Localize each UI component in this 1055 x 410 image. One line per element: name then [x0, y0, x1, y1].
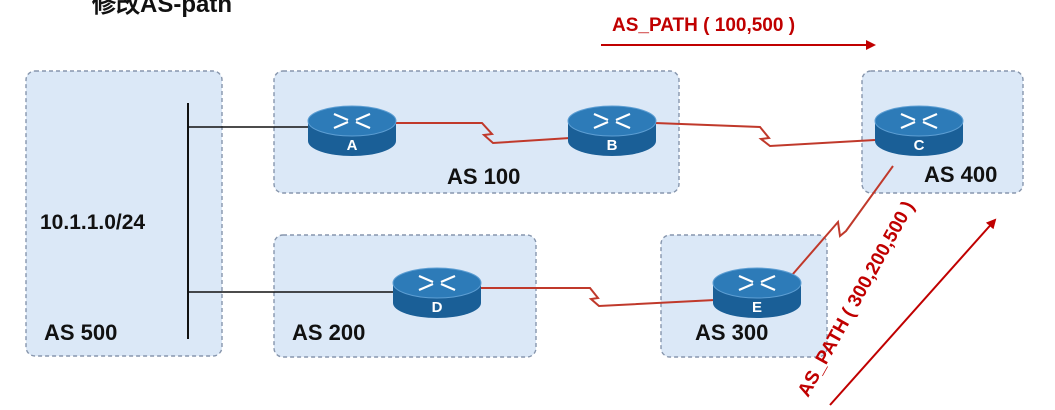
- router-e[interactable]: E: [712, 267, 802, 318]
- as-label-as500: AS 500: [44, 320, 117, 345]
- link-e-c: [785, 165, 894, 283]
- router-arrows-icon: [333, 112, 371, 130]
- link-a-b: [395, 122, 571, 145]
- router-arrows-icon: [900, 112, 938, 130]
- router-c[interactable]: C: [874, 105, 964, 156]
- arrow-diagonal-icon: [829, 218, 997, 406]
- as-label-as100: AS 100: [447, 164, 520, 189]
- network-prefix-label: 10.1.1.0/24: [40, 211, 145, 234]
- router-arrows-icon: [418, 274, 456, 292]
- as-label-as200: AS 200: [292, 320, 365, 345]
- diagram-title: 修改AS-path: [91, 0, 232, 18]
- link-b-c: [654, 122, 876, 148]
- as-area-as500: AS 500: [25, 70, 223, 357]
- as-area-as100: AS 100: [273, 70, 680, 194]
- router-b[interactable]: B: [567, 105, 657, 156]
- as-label-as300: AS 300: [695, 320, 768, 345]
- router-label-b: B: [607, 137, 618, 154]
- router-d[interactable]: D: [392, 267, 482, 318]
- router-label-d: D: [432, 299, 443, 316]
- router-label-e: E: [752, 299, 762, 316]
- router-label-a: A: [347, 137, 358, 154]
- router-arrows-icon: [593, 112, 631, 130]
- router-label-c: C: [914, 137, 925, 154]
- router-a[interactable]: A: [307, 105, 397, 156]
- as-label-as400: AS 400: [924, 162, 997, 187]
- router-arrows-icon: [738, 274, 776, 292]
- link-d-e: [480, 287, 716, 308]
- as-path-annotation-top: AS_PATH ( 100,500 ): [612, 15, 795, 36]
